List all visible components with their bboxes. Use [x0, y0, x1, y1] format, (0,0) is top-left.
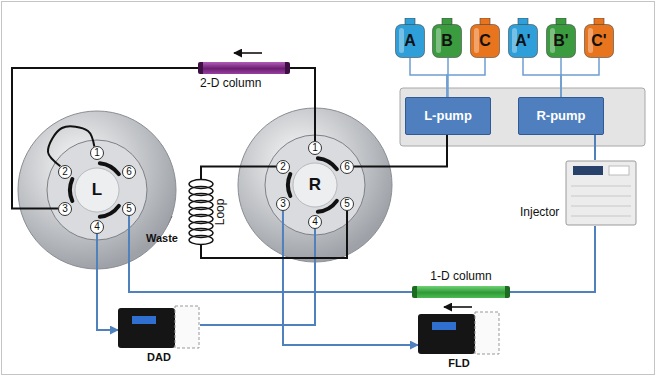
valve-port: 6	[340, 160, 354, 174]
detector: FLD	[418, 310, 500, 370]
detector: DAD	[118, 304, 200, 364]
device-label: Injector	[520, 206, 559, 220]
detector-icon	[118, 304, 200, 350]
bottle-label: A'	[515, 32, 530, 50]
port-number: 3	[62, 204, 68, 214]
detector-icon	[418, 310, 500, 356]
sample-loop: Loop	[186, 178, 235, 246]
bottle-label: A	[404, 32, 416, 50]
pump-box: L-pump	[405, 97, 491, 135]
port-number: 5	[126, 204, 132, 214]
port-number: 1	[312, 143, 318, 153]
port-number: 2	[62, 167, 68, 177]
valve-port: 5	[340, 197, 354, 211]
column-label: 1-D column	[430, 270, 491, 284]
label-holder: Waste	[146, 228, 178, 246]
pump-box: R-pump	[518, 97, 604, 135]
solvent-bottle: A	[395, 18, 425, 58]
port-number: 2	[280, 162, 286, 172]
valve-port: 1	[308, 141, 322, 155]
valve-port: 2	[276, 160, 290, 174]
solvent-bottle: C	[470, 18, 500, 58]
valve-port: 2	[58, 165, 72, 179]
coil-symbol	[186, 178, 216, 246]
flow-line	[510, 226, 595, 292]
port-number: 6	[126, 167, 132, 177]
port-number: 4	[94, 222, 100, 232]
solvent-bottle: C'	[584, 18, 614, 58]
flow-line	[523, 58, 561, 97]
column-label: 2-D column	[200, 77, 261, 91]
pump-label: R-pump	[536, 109, 585, 124]
autosampler: Injector	[520, 160, 637, 226]
port-number: 1	[94, 148, 100, 158]
column: 2-D column	[198, 62, 290, 91]
flow-line	[561, 58, 599, 97]
valve-port: 4	[308, 215, 322, 229]
valve-port: 1	[90, 146, 104, 160]
port-number: 3	[280, 199, 286, 209]
device-label: DAD	[147, 351, 171, 364]
pump-panel	[400, 88, 645, 146]
port-number: 5	[344, 199, 350, 209]
flow-line	[410, 58, 447, 97]
injector-icon	[565, 160, 637, 226]
flow-arrow	[444, 306, 472, 308]
solvent-bottle: B	[432, 18, 462, 58]
valve-name: L	[92, 180, 102, 200]
flow-arrow	[234, 52, 262, 54]
valve-port: 3	[276, 197, 290, 211]
device-label: FLD	[448, 357, 469, 370]
six-port-valve: R 1 2 3 4 5 6	[237, 107, 393, 263]
pump-label: L-pump	[424, 109, 472, 124]
six-port-valve: L 1 2 3 4 5 6	[17, 110, 177, 270]
column: 1-D column	[412, 270, 510, 298]
solvent-bottle: A'	[508, 18, 538, 58]
column-bar	[412, 286, 510, 298]
flow-line	[447, 58, 485, 97]
flow-line	[594, 135, 596, 160]
solvent-bottle: B'	[546, 18, 576, 58]
valve-port: 6	[122, 165, 136, 179]
valve-port: 3	[58, 202, 72, 216]
port-number: 4	[312, 217, 318, 227]
outlet-label: Waste	[146, 232, 178, 244]
column-bar	[198, 62, 290, 74]
valve-port: 5	[122, 202, 136, 216]
bottle-label: B	[441, 32, 453, 50]
bottle-label: C'	[591, 32, 606, 50]
valve-name: R	[309, 175, 321, 195]
bottle-label: C	[479, 32, 491, 50]
loop-label: Loop	[214, 199, 228, 226]
bottle-label: B'	[553, 32, 568, 50]
valve-port: 4	[90, 220, 104, 234]
port-number: 6	[344, 162, 350, 172]
